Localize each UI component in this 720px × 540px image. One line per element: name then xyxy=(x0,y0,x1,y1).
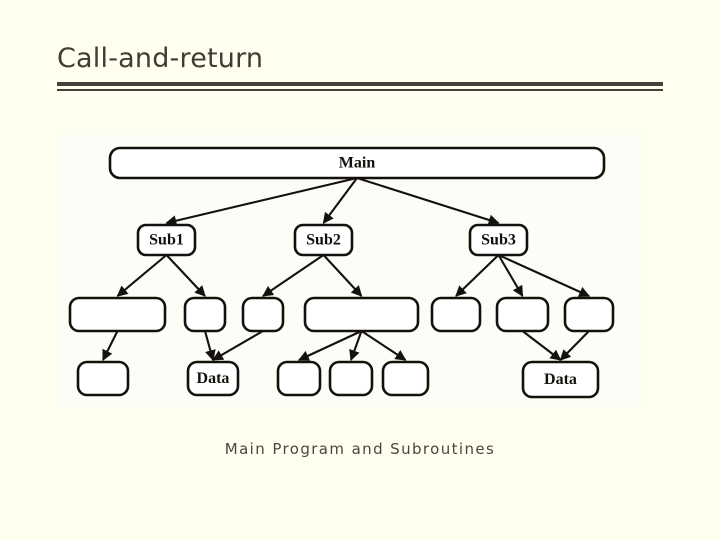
edge-r3d-to-r4d xyxy=(349,330,363,362)
node-r3a xyxy=(68,296,167,333)
node-box-r4f xyxy=(521,360,600,399)
node-r4e xyxy=(381,360,430,397)
node-r3d xyxy=(303,296,420,333)
node-box-r3c xyxy=(241,296,285,333)
page-title: Call-and-return xyxy=(57,43,264,74)
node-label-sub1: Sub1 xyxy=(149,232,184,249)
node-main: Main xyxy=(108,146,606,180)
node-box-r3b xyxy=(183,296,227,333)
node-label-main: Main xyxy=(339,155,376,172)
node-box-r3g xyxy=(563,296,615,333)
diagram-caption: Main Program and Subroutines xyxy=(224,440,496,458)
edge-r3c-to-r4b xyxy=(212,330,264,361)
node-box-r4c xyxy=(276,360,322,397)
edge-sub1-to-r3b xyxy=(165,254,206,297)
node-r3e xyxy=(430,296,482,333)
node-box-r3d xyxy=(303,296,420,333)
edge-main-to-sub2 xyxy=(322,177,358,224)
title-divider xyxy=(57,81,663,91)
edge-sub3-to-r3e xyxy=(455,254,500,297)
edge-main-to-sub3 xyxy=(356,176,500,226)
node-r3c xyxy=(241,296,285,333)
node-box-r3a xyxy=(68,296,167,333)
edge-layer xyxy=(102,176,590,362)
node-r3f xyxy=(495,296,550,333)
node-r4b: Data xyxy=(186,360,240,397)
node-label-r4b: Data xyxy=(197,370,230,387)
node-r4f: Data xyxy=(521,360,600,399)
edge-r3d-to-r4e xyxy=(360,330,407,361)
edge-r3d-to-r4c xyxy=(298,330,362,361)
node-box-r4b xyxy=(186,360,240,397)
edge-sub3-to-r3f xyxy=(497,254,524,297)
node-sub1: Sub1 xyxy=(136,223,197,257)
node-box-r4e xyxy=(381,360,430,397)
node-box-r3f xyxy=(495,296,550,333)
edge-sub2-to-r3d xyxy=(322,254,363,297)
edge-sub2-to-r3c xyxy=(262,254,325,297)
node-r3b xyxy=(183,296,227,333)
node-box-main xyxy=(108,146,606,180)
edge-main-to-sub1 xyxy=(165,176,358,227)
edge-r3a-to-r4a xyxy=(102,330,119,361)
node-sub2: Sub2 xyxy=(293,223,354,257)
node-box-sub3 xyxy=(468,223,529,257)
node-label-r4f: Data xyxy=(544,371,577,388)
edge-sub1-to-r3a xyxy=(116,254,168,297)
edge-r3f-to-r4f xyxy=(521,330,562,361)
node-label-sub3: Sub3 xyxy=(481,232,516,249)
title-block: Call-and-return xyxy=(57,44,663,91)
node-r4d xyxy=(328,360,374,397)
node-r4c xyxy=(276,360,322,397)
title-rule-thick xyxy=(57,81,663,86)
node-r3g xyxy=(563,296,615,333)
node-box-r4a xyxy=(76,360,130,397)
title-rule-thin xyxy=(57,88,663,91)
node-box-r3e xyxy=(430,296,482,333)
node-r4a xyxy=(76,360,130,397)
node-sub3: Sub3 xyxy=(468,223,529,257)
node-box-sub2 xyxy=(293,223,354,257)
edge-r3b-to-r4b xyxy=(203,330,216,362)
node-box-sub1 xyxy=(136,223,197,257)
node-box-r4d xyxy=(328,360,374,397)
node-label-sub2: Sub2 xyxy=(306,232,341,249)
edge-sub3-to-r3g xyxy=(498,254,590,297)
edge-r3g-to-r4f xyxy=(559,330,590,361)
